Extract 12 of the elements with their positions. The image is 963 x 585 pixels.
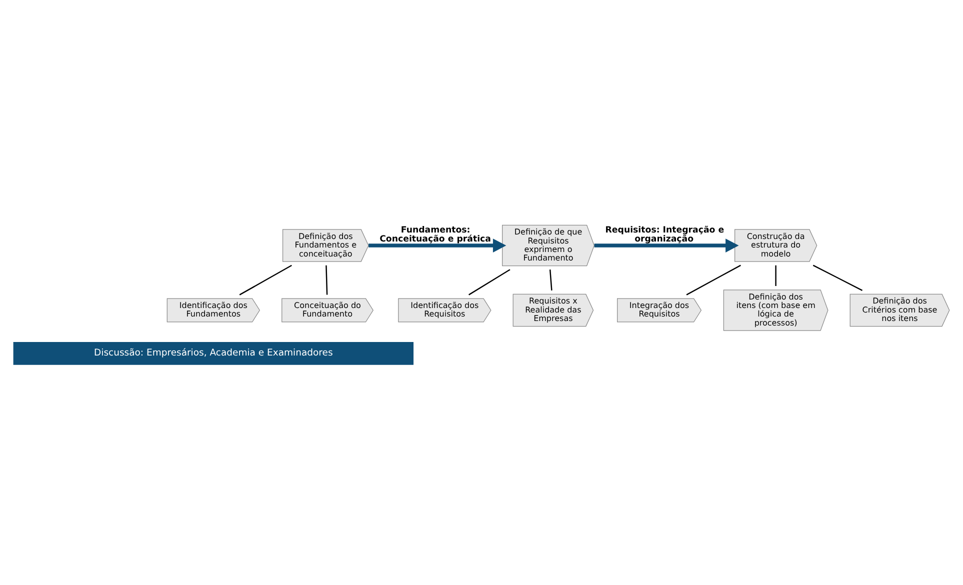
arrow [594, 238, 739, 252]
edge-label: Requisitos: Integração e organização [605, 225, 724, 244]
connector [468, 268, 510, 295]
connector [812, 264, 863, 290]
edge-label: Fundamentos: Conceituação e prática [380, 225, 491, 244]
connector [326, 264, 328, 294]
connector [549, 269, 552, 290]
connector [775, 264, 776, 286]
connector [239, 264, 292, 295]
connector [686, 264, 741, 295]
node-box: Discussão: Empresários, Academia e Examinadores [13, 342, 414, 364]
arrow [368, 238, 506, 252]
